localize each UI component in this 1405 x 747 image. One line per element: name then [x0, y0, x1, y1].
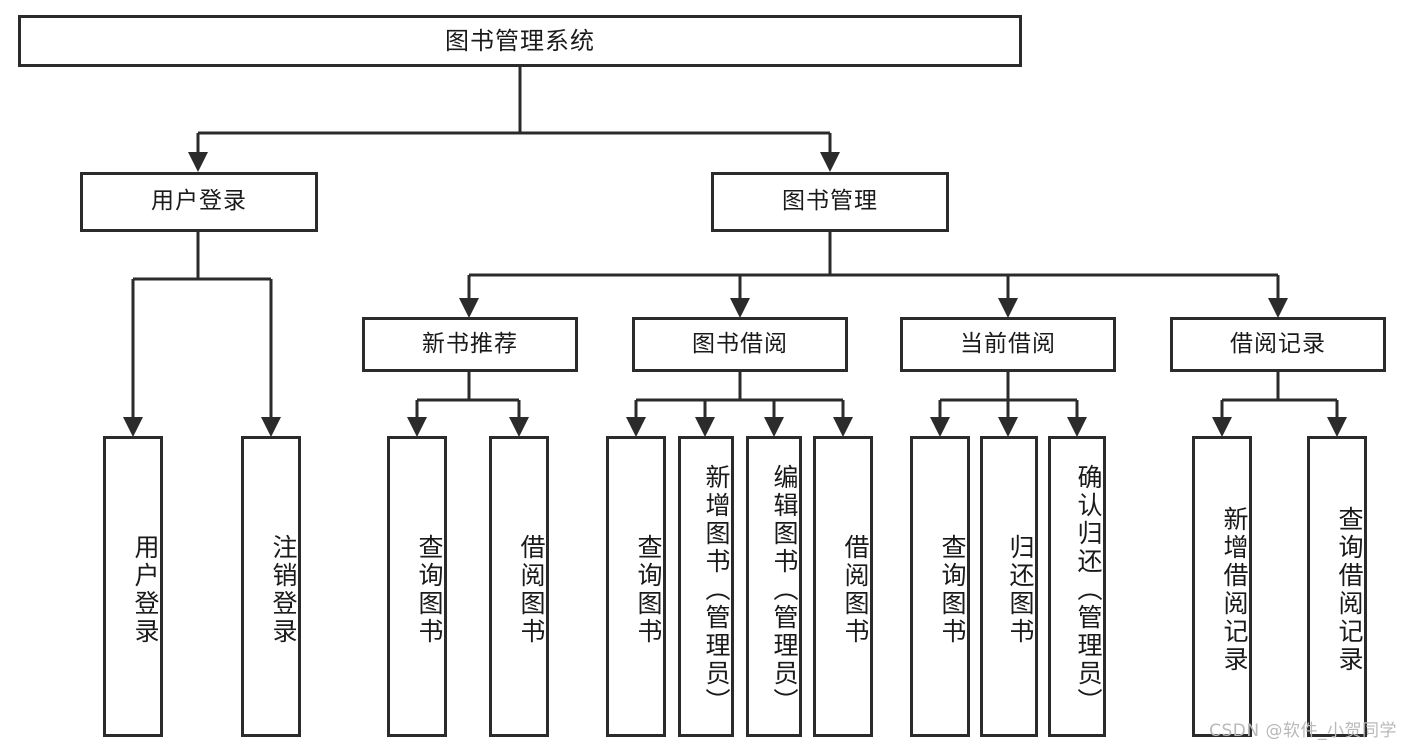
node-label: 查询图书 [415, 533, 444, 646]
node-label: 图书借阅 [692, 330, 788, 357]
node-label: 新增借阅记录 [1220, 505, 1249, 674]
node-label: 当前借阅 [960, 330, 1056, 357]
node-label: 用户登录 [131, 533, 160, 646]
node-label: 查询图书 [938, 533, 967, 646]
leaf-record-add-record[interactable]: 新增借阅记录 [1192, 436, 1252, 737]
leaf-user-login[interactable]: 用户登录 [103, 436, 163, 737]
node-label: 新书推荐 [422, 330, 518, 357]
node-label: 归还图书 [1006, 533, 1035, 646]
leaf-borrow-edit-book-admin[interactable]: 编辑图书（管理员） [746, 436, 802, 737]
node-label: 图书管理系统 [445, 26, 595, 55]
node-label: 查询借阅记录 [1335, 505, 1364, 674]
node-new-book-recommend[interactable]: 新书推荐 [362, 317, 578, 372]
watermark-text: CSDN @软件_小贺同学 [1209, 721, 1397, 741]
leaf-record-query-record[interactable]: 查询借阅记录 [1307, 436, 1367, 737]
node-label: 用户登录 [151, 188, 247, 215]
node-book-management[interactable]: 图书管理 [711, 172, 949, 232]
node-label: 借阅图书 [517, 533, 546, 646]
leaf-recommend-borrow-book[interactable]: 借阅图书 [489, 436, 549, 737]
node-label: 图书管理 [782, 188, 878, 215]
node-book-borrow[interactable]: 图书借阅 [632, 317, 848, 372]
node-user-login[interactable]: 用户登录 [80, 172, 318, 232]
node-current-borrow[interactable]: 当前借阅 [900, 317, 1116, 372]
node-root-system[interactable]: 图书管理系统 [18, 15, 1022, 67]
node-label: 借阅图书 [841, 533, 870, 646]
node-label: 新增图书（管理员） [702, 463, 731, 716]
leaf-borrow-query-book[interactable]: 查询图书 [606, 436, 666, 737]
leaf-user-logout[interactable]: 注销登录 [241, 436, 301, 737]
node-label: 查询图书 [634, 533, 663, 646]
leaf-borrow-add-book-admin[interactable]: 新增图书（管理员） [678, 436, 734, 737]
node-label: 借阅记录 [1230, 330, 1326, 357]
node-label: 确认归还（管理员） [1074, 463, 1103, 716]
node-label: 编辑图书（管理员） [770, 463, 799, 716]
node-borrow-record[interactable]: 借阅记录 [1170, 317, 1386, 372]
leaf-borrow-borrow-book[interactable]: 借阅图书 [813, 436, 873, 737]
leaf-recommend-query-book[interactable]: 查询图书 [387, 436, 447, 737]
leaf-current-query-book[interactable]: 查询图书 [910, 436, 970, 737]
leaf-current-return-book[interactable]: 归还图书 [980, 436, 1038, 737]
leaf-current-confirm-return-admin[interactable]: 确认归还（管理员） [1048, 436, 1106, 737]
node-label: 注销登录 [269, 533, 298, 646]
